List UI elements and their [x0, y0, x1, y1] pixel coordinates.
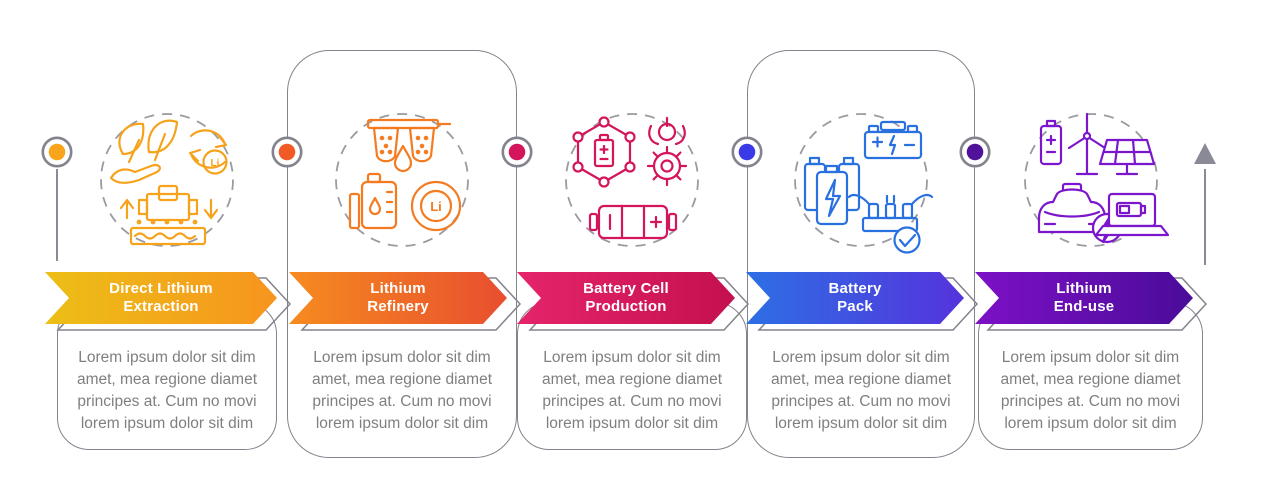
- stage-2-icon-cluster: Li: [335, 113, 469, 247]
- timeline-end-arrow-icon: [1194, 143, 1216, 164]
- battery-group-icon: [803, 156, 861, 226]
- extraction-rig-icon: [119, 184, 219, 246]
- dashed-circle: [335, 113, 469, 247]
- stage-4-arrow-banner: [746, 272, 1006, 339]
- timeline-dot-4: [731, 136, 763, 168]
- timeline-segment-start: [56, 169, 58, 261]
- stage-2-arrow-banner: [289, 272, 549, 339]
- filtration-icon: [366, 118, 452, 173]
- stage-3-description: Lorem ipsum dolor sit dim amet, mea regi…: [541, 349, 723, 432]
- hand-leaves-icon: [109, 119, 179, 184]
- timeline-dot-2: [271, 136, 303, 168]
- arrow-shape: [975, 272, 1193, 324]
- battery-cell-icon: [588, 204, 678, 240]
- li-label: Li: [430, 199, 442, 214]
- renewables-icon: [1039, 112, 1156, 176]
- dashed-circle: [100, 113, 234, 247]
- connectors-check-icon: [847, 193, 934, 254]
- timeline-segment-end: [1204, 169, 1206, 265]
- li-label: Li: [211, 158, 220, 169]
- assembly-arm-gear-icon: [646, 116, 688, 187]
- arrow-shape: [517, 272, 735, 324]
- arrow-shape: [289, 272, 507, 324]
- stage-3-icon-cluster: [565, 113, 699, 247]
- stage-5-description: Lorem ipsum dolor sit dim amet, mea regi…: [1000, 349, 1181, 432]
- dashed-circle: [1024, 113, 1158, 247]
- lithium-recycle-icon: Li: [188, 129, 228, 175]
- stage-1-arrow-banner: [45, 272, 305, 339]
- stage-1-description: Lorem ipsum dolor sit dim amet, mea regi…: [76, 349, 258, 432]
- stage-3-arrow-banner: [517, 272, 777, 339]
- stage-4-icon-cluster: [794, 113, 934, 254]
- lithium-coin-icon: Li: [410, 180, 462, 232]
- arrow-shape: [45, 272, 277, 324]
- stage-2-outline-box: [287, 50, 517, 458]
- car-battery-icon: [863, 120, 923, 160]
- storage-tank-icon: [348, 172, 398, 230]
- timeline-dot-1: [41, 136, 73, 168]
- stage-2-description: Lorem ipsum dolor sit dim amet, mea regi…: [311, 349, 493, 432]
- stage-4-outline-box: [747, 50, 975, 458]
- stage-1-icon-cluster: Li: [100, 113, 234, 247]
- dashed-circle: [794, 113, 928, 247]
- timeline-dot-3: [501, 136, 533, 168]
- stage-5-icon-cluster: [1024, 112, 1170, 247]
- stage-4-description: Lorem ipsum dolor sit dim amet, mea regi…: [770, 349, 952, 432]
- stage-5-arrow-banner: [975, 272, 1235, 339]
- dashed-circle: [565, 113, 699, 247]
- arrow-shape: [746, 272, 964, 324]
- molecule-battery-icon: [572, 116, 636, 188]
- timeline-dot-5: [959, 136, 991, 168]
- laptop-battery-icon: [1094, 192, 1170, 237]
